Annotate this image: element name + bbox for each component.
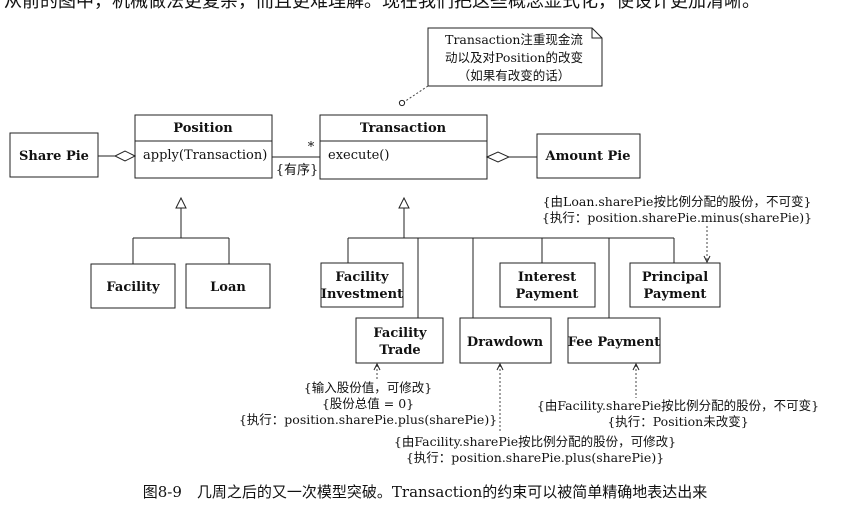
transaction-box — [319, 114, 488, 180]
trade-constraint-arrowhead — [373, 362, 381, 371]
principal-constraint-line-2: {执行：position.sharePie.minus(sharePie)} — [542, 210, 812, 225]
drawdown-constraint-arrowhead — [496, 362, 504, 371]
class-loan: Loan — [185, 263, 271, 309]
trade-constraint-line-1: {输入股份值，可修改} — [304, 380, 432, 395]
note-line-3: （如果有改变的话） — [458, 68, 571, 83]
facility-investment-label-2: Investment — [321, 287, 403, 302]
facility-investment-label-1: Facility — [335, 270, 389, 285]
principal-payment-box — [629, 262, 721, 308]
transaction-note: Transaction注重现金流 动以及对Position的改变 （如果有改变的… — [427, 27, 603, 87]
drawdown-constraint-line-1: {由Facility.sharePie按比例分配的股份，可修改} — [394, 434, 676, 449]
class-facility-investment: Facility Investment — [320, 262, 404, 308]
facility-trade-box — [355, 317, 444, 364]
transaction-name: Transaction — [360, 121, 447, 136]
loan-label: Loan — [210, 280, 246, 295]
fee-constraint-line-1: {由Facility.sharePie按比例分配的股份，不可变} — [537, 398, 819, 413]
amount-pie-aggregation-diamond — [485, 151, 511, 163]
class-fee-payment: Fee Payment — [567, 317, 661, 364]
class-facility: Facility — [90, 263, 176, 309]
fee-payment-label: Fee Payment — [568, 335, 660, 350]
note-fold — [591, 28, 602, 39]
transaction-generalization-arrow — [398, 196, 410, 209]
position-generalization-arrow — [175, 196, 187, 209]
transaction-method: execute() — [328, 148, 389, 163]
note-shape — [427, 27, 603, 87]
principal-constraint-line-1: {由Loan.sharePie按比例分配的股份，不可变} — [543, 194, 812, 209]
association-constraint: {有序} — [276, 163, 319, 178]
fee-payment-box — [567, 317, 661, 364]
position-method: apply(Transaction) — [143, 148, 267, 163]
principal-payment-label-1: Principal — [642, 270, 708, 285]
note-line-1: Transaction注重现金流 — [445, 32, 583, 47]
interest-payment-box — [499, 262, 596, 308]
class-drawdown: Drawdown — [459, 317, 552, 364]
interest-payment-label-2: Payment — [516, 287, 579, 302]
amount-pie-box — [536, 133, 641, 179]
cropped-heading-line: 从前的图中，机械做法更复杂，而且更难理解。现在我们把这些概念显式化，使设计更加清… — [4, 0, 760, 12]
facility-box — [90, 263, 176, 309]
interest-payment-label-1: Interest — [518, 270, 576, 285]
class-share-pie: Share Pie — [9, 132, 99, 178]
trade-constraint-line-3: {执行：position.sharePie.plus(sharePie)} — [239, 412, 497, 427]
class-principal-payment: Principal Payment — [629, 262, 721, 308]
position-name: Position — [173, 121, 233, 136]
facility-trade-label-2: Trade — [379, 343, 420, 358]
drawdown-box — [459, 317, 552, 364]
class-facility-trade: Facility Trade — [355, 317, 444, 364]
facility-trade-label-1: Facility — [373, 326, 427, 341]
class-amount-pie: Amount Pie — [536, 133, 641, 179]
loan-box — [185, 263, 271, 309]
drawdown-constraint-line-2: {执行：position.sharePie.plus(sharePie)} — [406, 450, 664, 465]
fee-constraint-line-2: {执行：Position未改变} — [607, 414, 748, 429]
class-transaction: Transaction execute() — [319, 114, 488, 180]
note-line-2: 动以及对Position的改变 — [445, 50, 583, 65]
trade-constraint-line-2: {股份总值 = 0} — [322, 396, 414, 411]
class-interest-payment: Interest Payment — [499, 262, 596, 308]
share-pie-aggregation-diamond — [113, 150, 137, 162]
figure-caption: 图8-9 几周之后的又一次模型突破。Transaction的约束可以被简单精确地… — [143, 483, 708, 501]
position-box — [134, 114, 273, 179]
facility-label: Facility — [106, 280, 160, 295]
association-multiplicity: * — [308, 140, 315, 155]
drawdown-label: Drawdown — [467, 335, 544, 350]
cropped-heading-text: 从前的图中，机械做法更复杂，而且更难理解。现在我们把这些概念显式化，使设计更加清… — [0, 0, 850, 16]
fee-constraint-arrowhead — [632, 362, 640, 371]
share-pie-label: Share Pie — [19, 149, 89, 164]
class-position: Position apply(Transaction) — [134, 114, 273, 179]
facility-investment-box — [320, 262, 404, 308]
principal-payment-label-2: Payment — [644, 287, 707, 302]
note-anchor-line — [403, 85, 429, 103]
amount-pie-label: Amount Pie — [545, 149, 631, 164]
note-anchor-dot — [398, 99, 406, 107]
principal-constraint-arrowhead — [703, 255, 711, 264]
share-pie-box — [9, 132, 99, 178]
